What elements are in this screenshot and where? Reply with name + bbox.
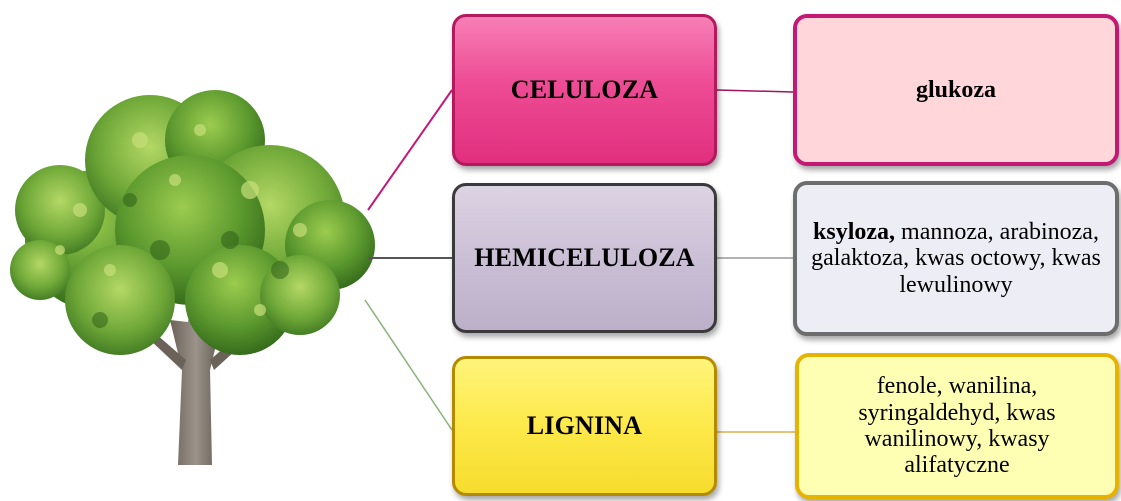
connector-tree-lignina: [365, 300, 452, 430]
connector-tree-celuloza: [368, 90, 452, 210]
product-bold-hemiceluloza: ksyloza,: [813, 219, 895, 245]
product-box-lignina: fenole, wanilina, syringaldehyd, kwas wa…: [795, 353, 1119, 499]
product-label-lignina: fenole, wanilina, syringaldehyd, kwas wa…: [809, 373, 1105, 479]
product-text-lignina: fenole, wanilina, syringaldehyd, kwas wa…: [858, 373, 1055, 478]
category-box-celuloza: CELULOZA: [452, 14, 717, 166]
category-label-celuloza: CELULOZA: [511, 75, 659, 105]
product-box-celuloza: glukoza: [793, 14, 1119, 166]
product-text-celuloza: glukoza: [916, 77, 996, 103]
product-box-hemiceluloza: ksyloza, mannoza, arabinoza, galaktoza, …: [793, 181, 1119, 336]
product-label-hemiceluloza: ksyloza, mannoza, arabinoza, galaktoza, …: [807, 219, 1105, 298]
category-box-lignina: LIGNINA: [452, 356, 717, 496]
category-label-hemiceluloza: HEMICELULOZA: [474, 243, 695, 273]
category-label-lignina: LIGNINA: [527, 411, 643, 441]
category-box-hemiceluloza: HEMICELULOZA: [452, 183, 717, 333]
product-label-celuloza: glukoza: [916, 77, 996, 103]
connector-celuloza-glukoza: [717, 90, 793, 92]
